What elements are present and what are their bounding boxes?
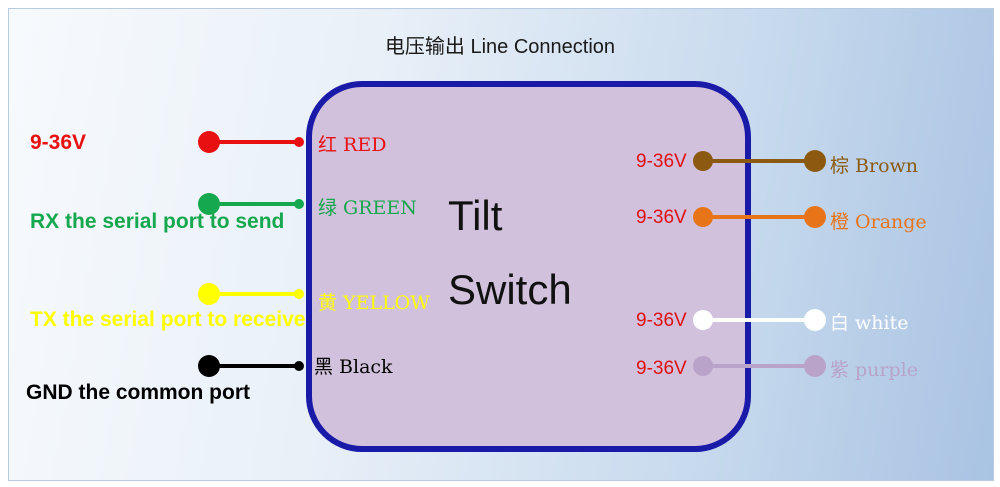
wire-orange bbox=[702, 215, 814, 219]
voltage-brown: 9-36V bbox=[636, 151, 687, 172]
voltage-purple: 9-36V bbox=[636, 358, 687, 379]
annotation-red: 9-36V bbox=[30, 131, 87, 154]
annotation-yellow: TX the serial port to receive bbox=[30, 308, 306, 331]
terminal-purple-outer bbox=[804, 355, 826, 377]
wire-red bbox=[208, 140, 300, 144]
wire-label-red: 红 RED bbox=[318, 134, 387, 156]
terminal-black-inner bbox=[294, 361, 304, 371]
wire-label-orange: 橙 Orange bbox=[830, 211, 927, 233]
terminal-green-outer bbox=[198, 193, 220, 215]
terminal-brown-outer bbox=[804, 150, 826, 172]
wire-white bbox=[702, 318, 814, 322]
wire-label-purple: 紫 purple bbox=[830, 359, 919, 381]
wire-yellow bbox=[208, 292, 300, 296]
annotation-black: GND the common port bbox=[26, 381, 250, 404]
annotation-green: RX the serial port to send bbox=[30, 210, 285, 233]
voltage-white: 9-36V bbox=[636, 310, 687, 331]
terminal-red-outer bbox=[198, 131, 220, 153]
wire-label-green: 绿 GREEN bbox=[318, 197, 417, 219]
wire-black bbox=[208, 364, 300, 368]
terminal-orange-outer bbox=[804, 206, 826, 228]
wire-purple bbox=[702, 364, 814, 368]
terminal-red-inner bbox=[294, 137, 304, 147]
terminal-yellow-inner bbox=[294, 289, 304, 299]
device-label-line2: Switch bbox=[448, 266, 572, 313]
wire-label-black: 黑 Black bbox=[314, 356, 393, 378]
wire-label-white: 白 white bbox=[830, 312, 909, 334]
terminal-brown-inner bbox=[693, 151, 713, 171]
wire-green bbox=[208, 202, 300, 206]
device-body bbox=[306, 81, 751, 452]
terminal-purple-inner bbox=[693, 356, 713, 376]
terminal-yellow-outer bbox=[198, 283, 220, 305]
device-label: Tilt Switch bbox=[448, 193, 572, 341]
wire-label-brown: 棕 Brown bbox=[830, 155, 919, 177]
terminal-white-inner bbox=[693, 310, 713, 330]
wire-brown bbox=[702, 159, 814, 163]
diagram-title: 电压输出 Line Connection bbox=[384, 36, 616, 58]
terminal-black-outer bbox=[198, 355, 220, 377]
device-label-line1: Tilt bbox=[448, 192, 503, 239]
terminal-white-outer bbox=[804, 309, 826, 331]
voltage-orange: 9-36V bbox=[636, 207, 687, 228]
wire-label-yellow: 黄 YELLOW bbox=[318, 292, 430, 314]
terminal-green-inner bbox=[294, 199, 304, 209]
terminal-orange-inner bbox=[693, 207, 713, 227]
